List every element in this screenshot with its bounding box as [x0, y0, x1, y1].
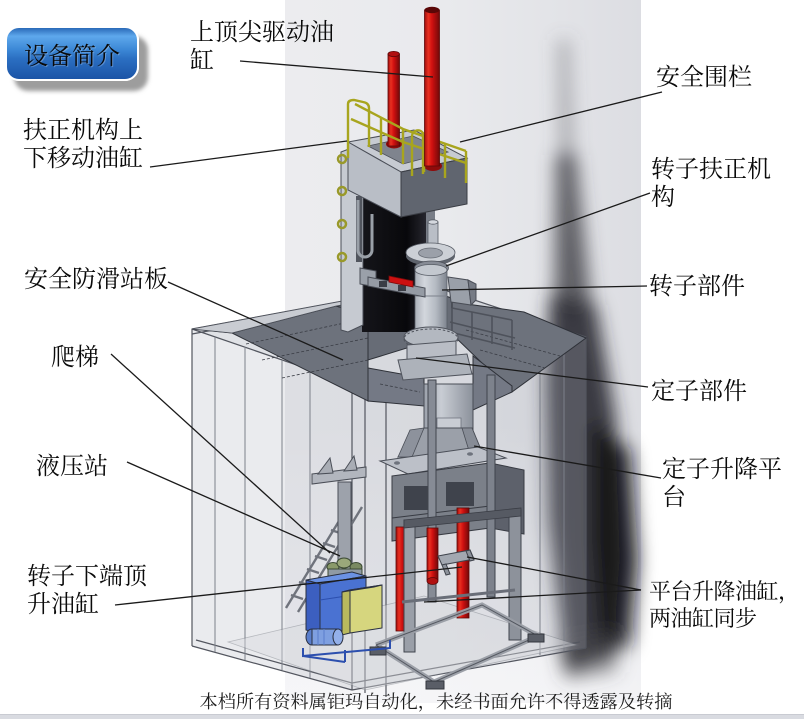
plate-bolts: [336, 153, 348, 263]
callout-rotor-part: 转子部件: [649, 266, 745, 301]
leader-line: [167, 281, 344, 361]
callout-stator-part: 定子部件: [651, 371, 747, 406]
leader-line: [459, 91, 663, 143]
platform-lift-cylinder-right: [456, 507, 470, 619]
callout-rotor-bottom-cylinder: 转子下端顶升油缸: [27, 556, 147, 619]
safety-fence-railing: [346, 98, 468, 183]
callout-ladder: 爬梯: [51, 337, 99, 372]
callout-top-spindle-cylinder: 上顶尖驱动油缸: [190, 12, 334, 75]
platform-lift-cylinder-mid: [426, 527, 439, 585]
stator-lift-assembly: [369, 374, 545, 690]
leader-line: [415, 357, 649, 388]
callout-stator-lift-platform: 定子升降平台: [662, 449, 782, 512]
bottom-bar: [0, 714, 804, 719]
leader-line: [110, 353, 331, 554]
leader-line: [239, 60, 434, 78]
leader-lines: [110, 60, 663, 606]
short-red-cylinder: [387, 51, 400, 147]
callout-aligner-move-cylinder: 扶正机构上下移动油缸: [23, 110, 143, 173]
rotor-assembly: [359, 219, 477, 381]
leader-line: [466, 556, 642, 591]
callout-rotor-aligner: 转子扶正机构: [651, 149, 771, 212]
rotor-jack-bracket: [437, 549, 475, 576]
callout-safety-fence: 安全围栏: [656, 57, 752, 92]
tall-red-cylinder: [424, 6, 440, 167]
leader-line: [126, 461, 341, 557]
callout-antislip-deck: 安全防滑站板: [24, 259, 168, 294]
equipment-intro-badge[interactable]: 设备简介: [5, 26, 139, 81]
equipment-intro-badge-label: 设备简介: [24, 36, 120, 71]
rotor-aligner-arm: [359, 267, 477, 307]
leader-line: [445, 192, 651, 267]
leader-line: [114, 566, 463, 606]
deck-rack: [449, 307, 516, 350]
leader-line: [149, 140, 348, 168]
callout-platform-lift-cylinders: 平台升降油缸，两油缸同步: [649, 575, 800, 633]
callout-hydraulic-station: 液压站: [36, 446, 108, 481]
leader-line: [441, 285, 648, 291]
leader-line: [423, 589, 642, 603]
hydraulic-station-unit: [302, 557, 391, 663]
footer-copyright-note: 本档所有资料属钜玛自动化，未经书面允许不得透露及转摘: [199, 688, 673, 714]
leader-line: [473, 445, 662, 479]
